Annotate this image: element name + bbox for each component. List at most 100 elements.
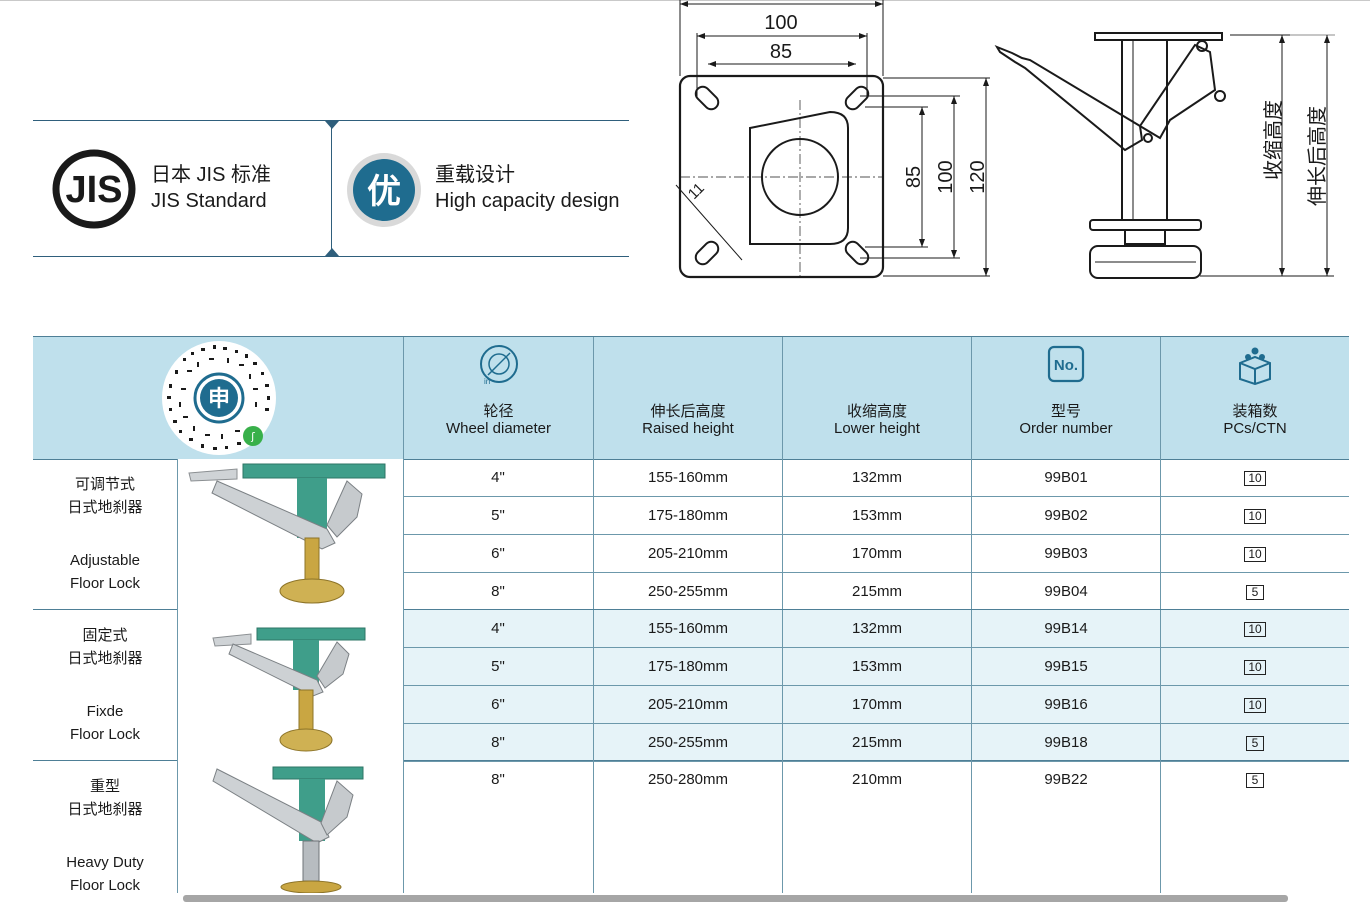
svg-text:优: 优 — [367, 172, 401, 212]
cell-raised: 175-180mm — [593, 648, 782, 686]
group-separator — [33, 609, 177, 610]
group-fixed-zh2: 日式地刹器 — [67, 650, 143, 667]
cell-pcs: 10 — [1160, 686, 1349, 724]
group-separator — [403, 609, 1349, 610]
cell-lower: 153mm — [782, 497, 971, 535]
cell-raised: 205-210mm — [593, 535, 782, 573]
cell-lower: 215mm — [782, 573, 971, 611]
lower-value: 210mm — [851, 771, 903, 788]
technical-drawing: 100 85 85 100 120 11 收缩高度 伸长后高度 — [675, 0, 1335, 279]
high-capacity-cn: 重载设计 — [435, 164, 515, 186]
order-value: 99B01 — [1044, 469, 1088, 486]
jis-logo-icon: JIS — [52, 149, 136, 229]
pcs-value: 5 — [1246, 584, 1264, 600]
cell-lower: 170mm — [782, 535, 971, 573]
heavy-duty-floor-lock-photo — [177, 761, 403, 893]
cell-pcs: 5 — [1160, 761, 1349, 799]
mounting-plate-outline — [678, 74, 885, 279]
cell-pcs: 10 — [1160, 648, 1349, 686]
feature-banner: JIS 日本 JIS 标准 JIS Standard 优 重载设计 High c… — [33, 120, 629, 257]
pcs-value: 5 — [1246, 772, 1264, 788]
jis-standard-en: JIS Standard — [151, 190, 267, 212]
cell-raised: 155-160mm — [593, 459, 782, 497]
dim-label-100-top: 100 — [764, 12, 797, 34]
raised-value: 250-255mm — [647, 734, 729, 751]
mounting-slots — [694, 85, 870, 266]
cell-wheel: 6" — [403, 686, 593, 724]
group-heavy-duty-en1: Heavy Duty — [66, 854, 144, 871]
header-order-number-en: Order number — [1019, 420, 1113, 437]
cell-pcs: 5 — [1160, 724, 1349, 762]
svg-text:JIS: JIS — [65, 169, 122, 211]
header-wheel-diameter: in 轮径 Wheel diameter — [403, 337, 593, 459]
wheel-value: 8" — [491, 734, 505, 751]
divider-marker-bottom — [325, 248, 339, 256]
cell-order: 99B18 — [971, 724, 1160, 762]
cell-pcs: 5 — [1160, 573, 1349, 611]
wheel-value: 8" — [491, 583, 505, 600]
header-order-number-zh: 型号 — [1050, 403, 1081, 420]
pcs-value: 10 — [1244, 659, 1266, 675]
header-wheel-diameter-en: Wheel diameter — [445, 420, 552, 437]
high-capacity-en: High capacity design — [435, 190, 620, 212]
svg-text:No.: No. — [1054, 357, 1078, 374]
cell-lower: 210mm — [782, 761, 971, 799]
cell-pcs: 10 — [1160, 610, 1349, 648]
order-value: 99B16 — [1044, 696, 1088, 713]
cell-wheel: 4" — [403, 610, 593, 648]
group-heavy-duty-zh1: 重型 — [89, 778, 120, 795]
cell-lower: 215mm — [782, 724, 971, 762]
cell-lower: 170mm — [782, 686, 971, 724]
svg-text:ʃ: ʃ — [250, 430, 255, 443]
header-lower-height-en: Lower height — [834, 420, 920, 437]
order-value: 99B02 — [1044, 507, 1088, 524]
dim-label-100-side: 100 — [935, 160, 957, 193]
raised-value: 250-255mm — [647, 583, 729, 600]
fixed-floor-lock-photo — [177, 610, 403, 760]
header-wheel-diameter-zh: 轮径 — [483, 403, 514, 420]
divider-marker-top — [325, 121, 339, 129]
header-raised-height-zh: 伸长后高度 — [650, 403, 726, 420]
number-icon: No. — [1047, 345, 1085, 383]
lower-value: 170mm — [851, 696, 903, 713]
carton-box-icon — [1239, 347, 1271, 385]
header-lower-height-zh: 收缩高度 — [846, 403, 907, 420]
order-value: 99B22 — [1044, 771, 1088, 788]
header-pcs-ctn-zh: 装箱数 — [1232, 403, 1278, 420]
lower-value: 215mm — [851, 583, 903, 600]
svg-text:申: 申 — [208, 387, 230, 412]
wheel-value: 5" — [491, 658, 505, 675]
raised-value: 155-160mm — [647, 469, 729, 486]
floor-lock-side-view — [994, 32, 1226, 279]
group-adjustable-zh2: 日式地刹器 — [67, 499, 143, 516]
mini-program-qr-code: 申 ʃ — [162, 341, 276, 455]
header-raised-height: 伸长后高度 Raised height — [593, 337, 782, 459]
cell-order: 99B03 — [971, 535, 1160, 573]
plate-center-boss — [749, 110, 849, 245]
cell-raised: 250-280mm — [593, 761, 782, 799]
raised-value: 250-280mm — [647, 771, 729, 788]
wheel-diameter-icon: in — [479, 345, 518, 385]
group-adjustable-en1: Adjustable — [69, 552, 141, 569]
wheel-value: 5" — [491, 507, 505, 524]
horizontal-scrollbar[interactable] — [183, 895, 1288, 902]
group-separator — [33, 760, 177, 761]
cell-order: 99B02 — [971, 497, 1160, 535]
group-heavy-duty: 重型 日式地刹器 Heavy Duty Floor Lock — [33, 761, 403, 894]
cell-pcs: 10 — [1160, 535, 1349, 573]
high-capacity-feature: 优 重载设计 High capacity design — [332, 121, 629, 256]
cell-wheel: 8" — [403, 724, 593, 762]
group-adjustable-en2: Floor Lock — [69, 575, 141, 592]
group-adjustable-zh1: 可调节式 — [74, 476, 135, 493]
raised-value: 155-160mm — [647, 620, 729, 637]
svg-text:in: in — [484, 377, 490, 385]
header-order-number: No. 型号 Order number — [971, 337, 1160, 459]
cell-raised: 250-255mm — [593, 724, 782, 762]
pcs-value: 10 — [1244, 508, 1266, 524]
cell-wheel: 8" — [403, 573, 593, 611]
banner-divider — [331, 121, 332, 256]
column-divider — [1160, 760, 1161, 893]
